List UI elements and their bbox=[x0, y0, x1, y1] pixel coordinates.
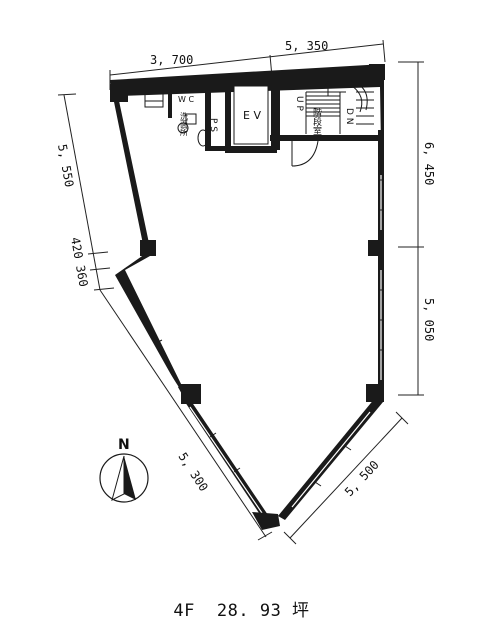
room-label-wc: W C bbox=[178, 95, 194, 104]
room-label-laundry: 洗面所 bbox=[180, 111, 189, 137]
dimension-right-upper: 6, 450 bbox=[422, 142, 436, 185]
dimension-left-mid-b: 360 bbox=[73, 264, 91, 288]
window-strips bbox=[141, 175, 382, 514]
room-label-ps: P S bbox=[208, 118, 218, 132]
dimension-lines bbox=[57, 39, 424, 545]
staircase bbox=[305, 79, 374, 134]
dimension-top-right: 5, 350 bbox=[285, 39, 328, 53]
room-label-ev: E V bbox=[243, 109, 261, 122]
window-mullions bbox=[155, 179, 384, 487]
stair-label-dn: D N bbox=[344, 108, 354, 125]
dimension-right-lower: 5, 050 bbox=[422, 298, 436, 341]
floor-caption: 4F 28. 93 坪 bbox=[0, 596, 483, 621]
door-swing bbox=[291, 140, 319, 167]
floor-number: 4F bbox=[173, 601, 195, 621]
dimension-top-left: 3, 700 bbox=[150, 53, 193, 67]
core-block bbox=[144, 77, 380, 153]
compass-label-n: N bbox=[118, 437, 130, 453]
dimension-bottom-right: 5, 500 bbox=[342, 458, 382, 499]
north-compass: N bbox=[99, 437, 149, 503]
dimension-left-upper: 5, 550 bbox=[55, 143, 76, 188]
dimension-left-mid-a: 420 bbox=[68, 236, 86, 260]
columns bbox=[110, 64, 385, 530]
room-label-stairs: 階段室 bbox=[311, 108, 322, 135]
dimension-bottom-left: 5, 300 bbox=[175, 450, 210, 494]
floor-area: 28. 93 坪 bbox=[216, 601, 310, 621]
stair-label-up: U P bbox=[294, 96, 304, 111]
